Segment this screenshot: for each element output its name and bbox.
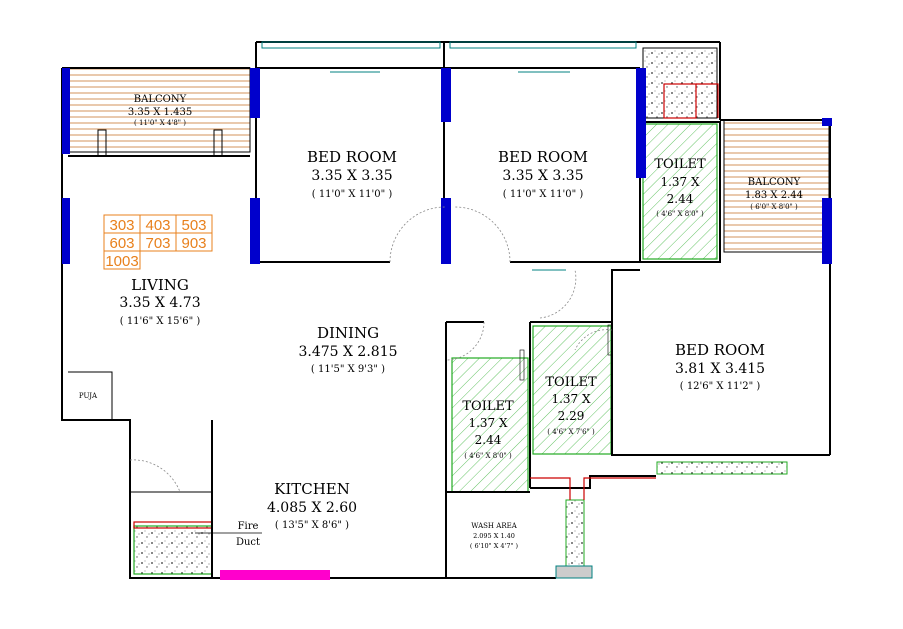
label-balcony-2: BALCONY 1.83 X 2.44 ( 6'0" X 8'0" ) [745, 177, 803, 211]
unit-703: 703 [145, 235, 170, 252]
label-kitchen: KITCHEN 4.085 X 2.60 ( 13'5" X 8'6" ) [267, 480, 357, 531]
svg-text:BED ROOM: BED ROOM [307, 148, 397, 166]
svg-text:BALCONY: BALCONY [134, 94, 187, 105]
svg-text:DINING: DINING [317, 324, 379, 342]
columns [62, 68, 832, 264]
toilet-3-area [451, 357, 529, 493]
unit-1003: 1003 [105, 253, 138, 270]
svg-text:( 4'6" X 8'0" ): ( 4'6" X 8'0" ) [656, 210, 704, 218]
svg-text:3.35 X 1.435: 3.35 X 1.435 [128, 107, 192, 118]
unit-303: 303 [109, 217, 134, 234]
toilet-2-area [532, 325, 612, 455]
svg-text:( 11'0" X 11'0" ): ( 11'0" X 11'0" ) [312, 189, 393, 200]
unit-403: 403 [145, 217, 170, 234]
label-living: LIVING 3.35 X 4.73 ( 11'6" X 15'6" ) [119, 276, 200, 327]
svg-text:3.475 X 2.815: 3.475 X 2.815 [298, 344, 397, 360]
wash-duct [565, 499, 585, 567]
svg-text:1.37 X: 1.37 X [660, 175, 700, 189]
svg-text:3.81 X 3.415: 3.81 X 3.415 [675, 361, 765, 377]
svg-text:( 4'6" X 7'6" ): ( 4'6" X 7'6" ) [547, 428, 595, 436]
label-dining: DINING 3.475 X 2.815 ( 11'5" X 9'3" ) [298, 324, 397, 375]
svg-text:Fire: Fire [238, 521, 259, 532]
svg-text:( 11'5" X 9'3" ): ( 11'5" X 9'3" ) [311, 364, 385, 375]
svg-text:( 11'0" X 4'8" ): ( 11'0" X 4'8" ) [134, 119, 186, 127]
unit-503: 503 [181, 217, 206, 234]
unit-603: 603 [109, 235, 134, 252]
balcony-1 [67, 67, 251, 157]
svg-text:TOILET: TOILET [654, 157, 706, 172]
svg-text:2.44: 2.44 [667, 192, 694, 206]
svg-text:WASH AREA: WASH AREA [471, 522, 517, 530]
svg-text:BED ROOM: BED ROOM [498, 148, 588, 166]
svg-text:( 11'0" X 11'0" ): ( 11'0" X 11'0" ) [503, 189, 584, 200]
kitchen-duct [133, 525, 213, 575]
svg-text:3.35 X 3.35: 3.35 X 3.35 [311, 168, 392, 184]
svg-text:1.37 X: 1.37 X [551, 392, 591, 406]
svg-text:1.83 X 2.44: 1.83 X 2.44 [745, 190, 803, 201]
label-bedroom-1: BED ROOM 3.35 X 3.35 ( 11'0" X 11'0" ) [307, 148, 397, 200]
windows [261, 41, 637, 579]
svg-text:2.095 X 1.40: 2.095 X 1.40 [473, 532, 515, 540]
svg-text:TOILET: TOILET [545, 375, 597, 390]
label-bedroom-2: BED ROOM 3.35 X 3.35 ( 11'0" X 11'0" ) [498, 148, 588, 200]
unit-numbers: 303 403 503 603 703 903 1003 [103, 214, 213, 270]
svg-text:( 11'6" X 15'6" ): ( 11'6" X 15'6" ) [120, 316, 201, 327]
toilet-1-area [642, 123, 718, 260]
label-toilet-1: TOILET 1.37 X 2.44 ( 4'6" X 8'0" ) [654, 157, 706, 218]
shaft-top-right [642, 47, 718, 119]
svg-text:4.085 X 2.60: 4.085 X 2.60 [267, 500, 357, 516]
doors [129, 206, 613, 493]
svg-text:1.37 X: 1.37 X [468, 416, 508, 430]
svg-text:( 4'6" X 8'0" ): ( 4'6" X 8'0" ) [464, 452, 512, 460]
unit-903: 903 [181, 235, 206, 252]
label-puja: PUJA [79, 392, 98, 400]
svg-text:KITCHEN: KITCHEN [274, 480, 350, 498]
svg-text:3.35 X 3.35: 3.35 X 3.35 [502, 168, 583, 184]
svg-text:BED ROOM: BED ROOM [675, 341, 765, 359]
label-toilet-2: TOILET 1.37 X 2.29 ( 4'6" X 7'6" ) [545, 375, 597, 436]
svg-text:( 6'0" X 8'0" ): ( 6'0" X 8'0" ) [750, 203, 798, 211]
label-toilet-3: TOILET 1.37 X 2.44 ( 4'6" X 8'0" ) [462, 399, 514, 460]
svg-text:2.44: 2.44 [475, 433, 502, 447]
svg-text:Duct: Duct [236, 537, 260, 548]
ledge-strip [656, 461, 788, 475]
label-bedroom-3: BED ROOM 3.81 X 3.415 ( 12'6" X 11'2" ) [675, 341, 765, 392]
main-entrance[interactable] [220, 570, 330, 580]
svg-text:( 12'6" X 11'2" ): ( 12'6" X 11'2" ) [680, 381, 761, 392]
fire-duct-label: Fire Duct [195, 521, 262, 548]
svg-text:3.35 X 4.73: 3.35 X 4.73 [119, 295, 200, 311]
svg-text:( 6'10" X 4'7" ): ( 6'10" X 4'7" ) [470, 542, 519, 550]
svg-text:BALCONY: BALCONY [748, 177, 801, 188]
label-wash-area: WASH AREA 2.095 X 1.40 ( 6'10" X 4'7" ) [470, 522, 519, 550]
balcony-2 [723, 119, 830, 253]
svg-text:TOILET: TOILET [462, 399, 514, 414]
svg-text:2.29: 2.29 [558, 409, 585, 423]
label-balcony-1: BALCONY 3.35 X 1.435 ( 11'0" X 4'8" ) [128, 94, 192, 127]
svg-text:LIVING: LIVING [131, 276, 189, 294]
svg-text:( 13'5" X 8'6" ): ( 13'5" X 8'6" ) [275, 520, 349, 531]
